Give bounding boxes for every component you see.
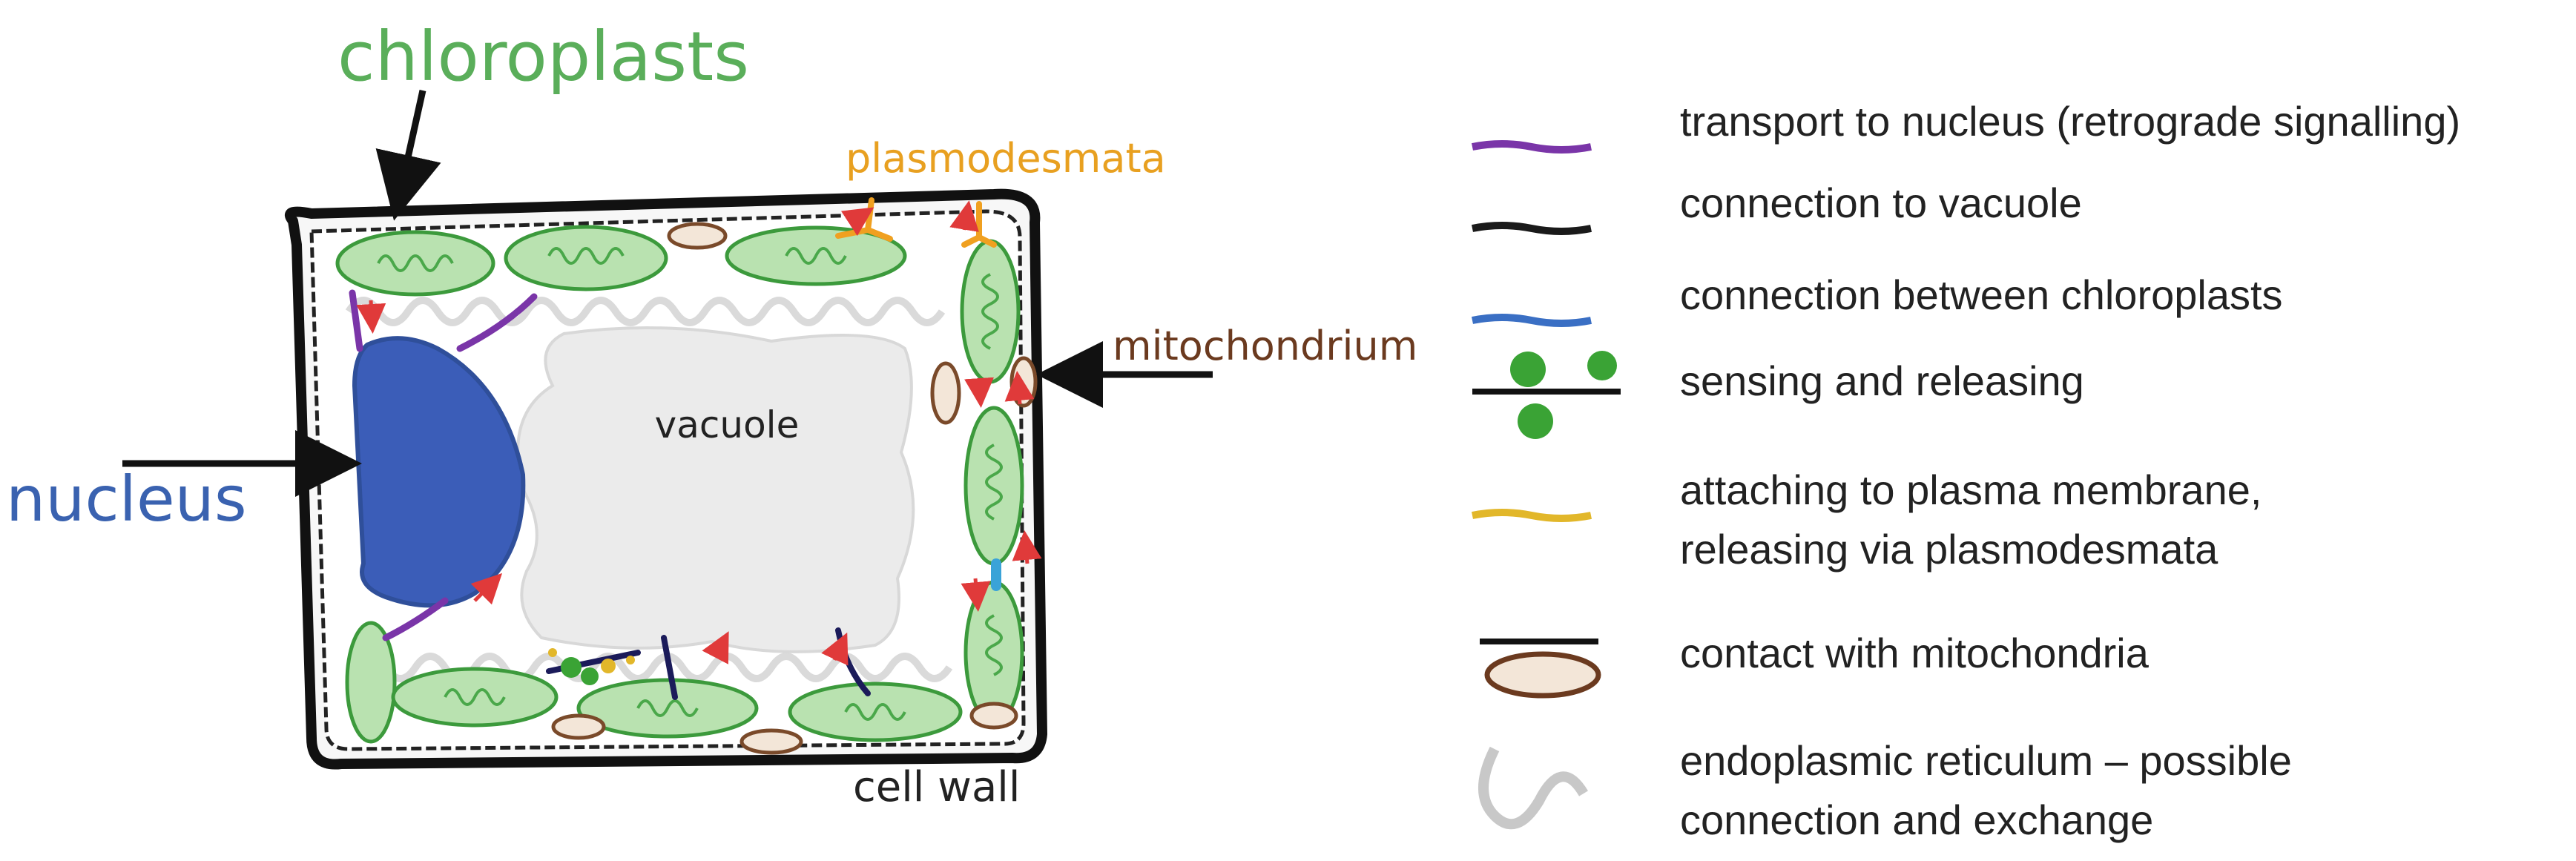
legend-icon-between xyxy=(1472,314,1592,327)
legend-item-attaching: attaching to plasma membrane, releasing v… xyxy=(1472,466,2262,573)
mitochondrion xyxy=(739,728,803,755)
thylakoid-scribbles xyxy=(377,247,1003,721)
legend-label-attaching: attaching to plasma membrane, xyxy=(1680,466,2262,513)
chloroplasts-group xyxy=(335,225,1024,744)
legend-label-between: connection between chloroplasts xyxy=(1680,271,2283,318)
legend-item-sensing: sensing and releasing xyxy=(1472,351,2084,439)
legend-label-vacuole: connection to vacuole xyxy=(1680,179,2082,226)
plasmodesmata-label: plasmodesmata xyxy=(846,135,1166,182)
legend-item-between: connection between chloroplasts xyxy=(1472,271,2283,327)
mitochondrium-label: mitochondrium xyxy=(1113,323,1417,369)
legend-label-er: endoplasmic reticulum – possible xyxy=(1680,737,2292,784)
legend-icon-sensing xyxy=(1472,351,1621,439)
mitochondrion xyxy=(667,222,728,250)
chloroplast xyxy=(335,230,495,297)
legend-item-er: endoplasmic reticulum – possible connecti… xyxy=(1478,737,2292,843)
legend-icon-er xyxy=(1478,746,1589,830)
legend-icon-vacuole xyxy=(1472,222,1592,235)
retrograde-connections xyxy=(349,289,538,641)
chloroplasts-label: chloroplasts xyxy=(337,17,749,96)
chloroplast xyxy=(963,406,1024,566)
chloroplast xyxy=(345,621,397,744)
legend-item-vacuole: connection to vacuole xyxy=(1472,179,2082,235)
chloroplasts-pointer xyxy=(375,90,441,221)
legend-item-mito: contact with mitochondria xyxy=(1480,630,2150,699)
chloroplast xyxy=(504,225,668,291)
legend-label-sensing: sensing and releasing xyxy=(1680,357,2084,404)
vacuole xyxy=(516,326,915,653)
nucleus-label: nucleus xyxy=(6,463,247,535)
mitochondrion xyxy=(1009,356,1038,408)
mitochondrion xyxy=(551,713,606,740)
legend-icon-mito xyxy=(1480,639,1601,699)
legend-item-retrograde: transport to nucleus (retrograde signall… xyxy=(1472,98,2460,154)
legend-label-attaching: releasing via plasmodesmata xyxy=(1680,526,2218,573)
legend-icon-retrograde xyxy=(1472,140,1592,154)
signal-arrows xyxy=(356,200,1042,666)
legend-label-mito: contact with mitochondria xyxy=(1680,630,2150,676)
nucleus xyxy=(352,336,526,608)
vacuole-label: vacuole xyxy=(655,403,800,446)
chloroplast xyxy=(960,239,1021,384)
legend-icon-attaching xyxy=(1472,509,1592,522)
mitochondrion xyxy=(969,702,1018,730)
legend: transport to nucleus (retrograde signall… xyxy=(1472,98,2460,843)
sensing-dots xyxy=(548,648,635,685)
legend-label-er: connection and exchange xyxy=(1680,796,2153,843)
mitochondrion xyxy=(930,361,961,425)
cell-wall-label: cell wall xyxy=(853,763,1020,811)
legend-label-retrograde: transport to nucleus (retrograde signall… xyxy=(1680,98,2460,145)
